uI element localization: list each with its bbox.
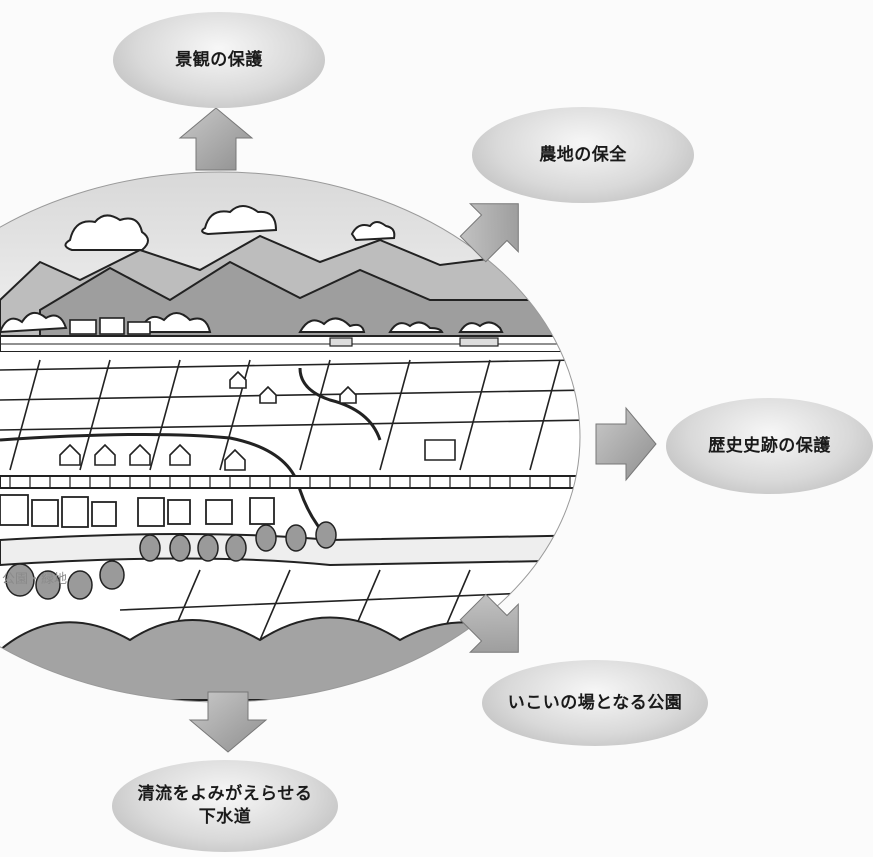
bubble-label: 景観の保護 bbox=[175, 49, 263, 70]
bubble-relaxation-park: いこいの場となる公園 bbox=[482, 660, 708, 746]
bubble-label: 清流をよみがえらせる 下水道 bbox=[137, 784, 313, 827]
bubble-landscape-protection: 景観の保護 bbox=[113, 12, 325, 108]
arrow-upper-right bbox=[459, 203, 519, 263]
bubble-sewerage-clean-streams: 清流をよみがえらせる 下水道 bbox=[112, 760, 338, 852]
park-greenery-label: 公園・緑地 bbox=[2, 572, 68, 587]
arrow-right bbox=[595, 406, 657, 482]
bubble-historic-site-protection: 歴史史跡の保護 bbox=[666, 398, 873, 494]
arrow-up bbox=[178, 107, 254, 171]
arrow-down bbox=[188, 691, 268, 753]
bubble-farmland-conservation: 農地の保全 bbox=[472, 107, 694, 203]
bubble-label: いこいの場となる公園 bbox=[507, 692, 683, 713]
bubble-label: 農地の保全 bbox=[539, 144, 627, 165]
bubble-label: 歴史史跡の保護 bbox=[708, 435, 831, 456]
arrow-lower-right bbox=[459, 593, 519, 653]
